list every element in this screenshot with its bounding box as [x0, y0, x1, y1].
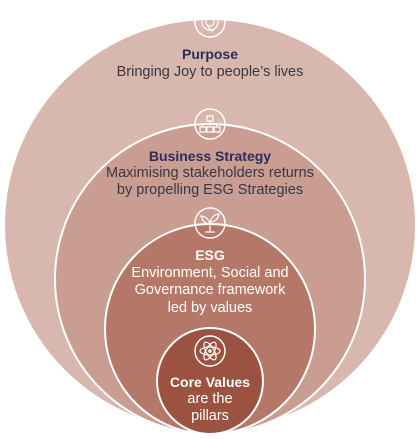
org-chart-icon: [194, 108, 226, 140]
atom-icon: [194, 335, 226, 367]
core-values-text: are the pillars: [187, 391, 233, 425]
esg-title: ESG: [195, 247, 225, 263]
core-values-title: Core Values: [169, 374, 251, 390]
esg-text: Environment, Social and Governance frame…: [131, 265, 289, 316]
target-hand-icon: [194, 6, 226, 38]
strategy-text: Maximising stakeholders returns by prope…: [106, 165, 314, 199]
plant-icon: [194, 207, 226, 239]
purpose-title: Purpose: [181, 46, 238, 62]
strategy-title: Business Strategy: [148, 148, 272, 164]
core-values-circle: [156, 327, 264, 435]
purpose-text: Bringing Joy to people’s lives: [116, 64, 304, 80]
